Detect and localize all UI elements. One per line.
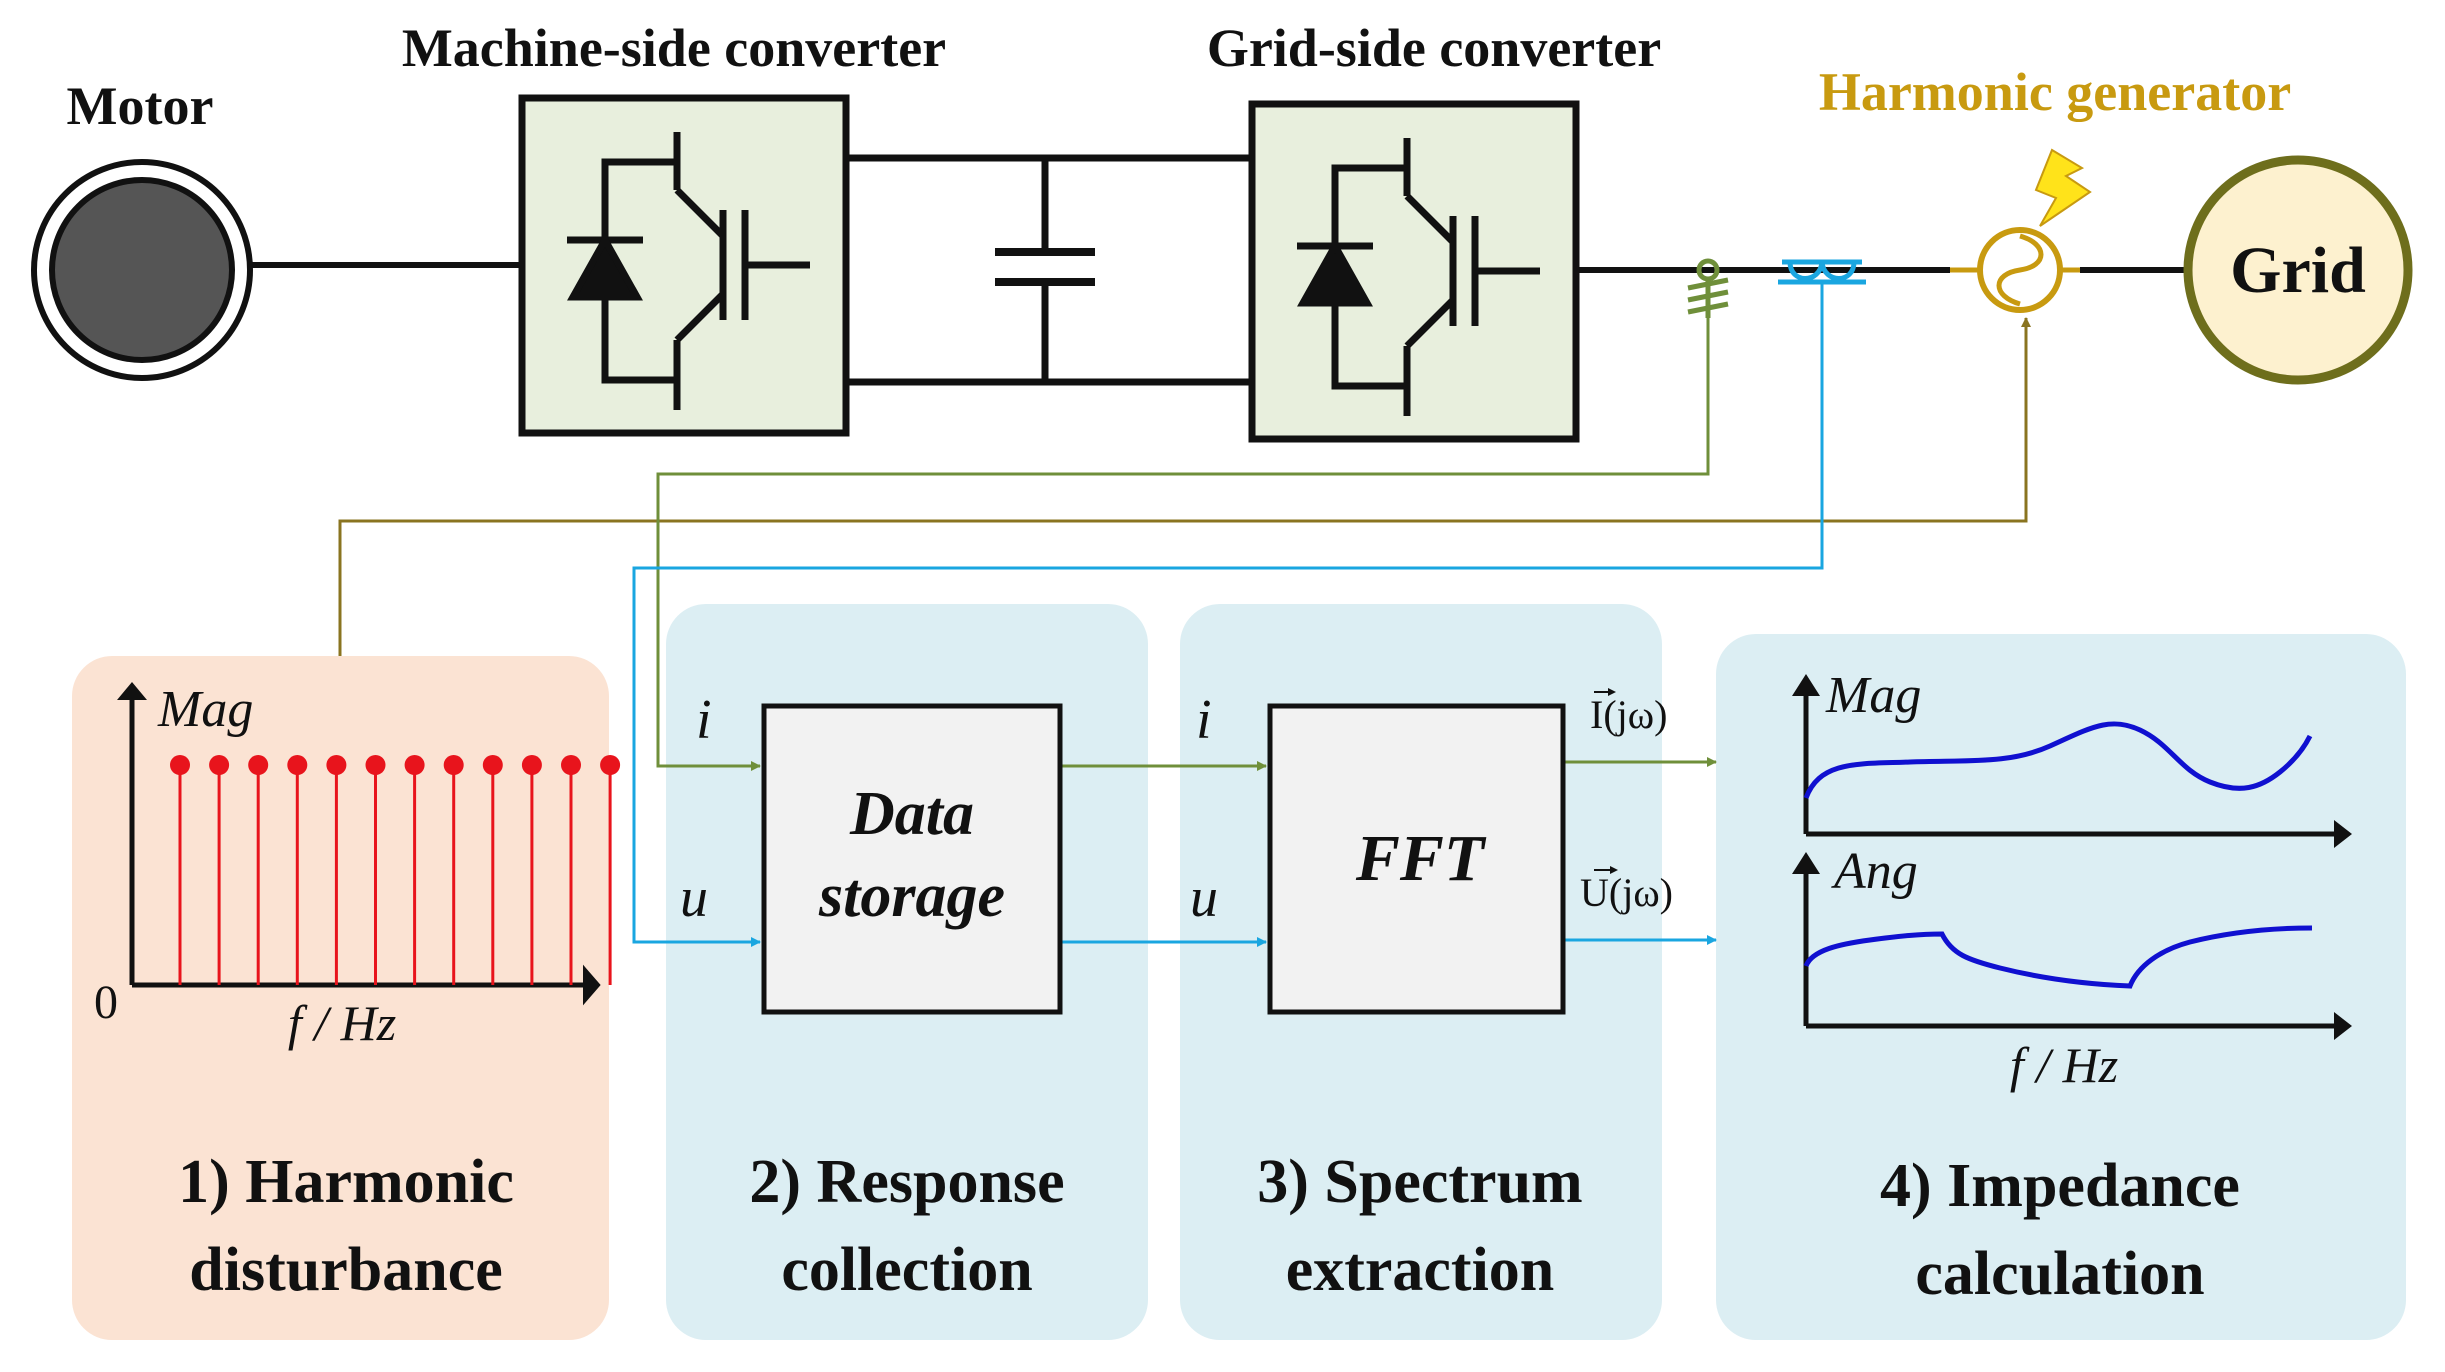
lightning-icon: [2034, 148, 2092, 227]
spectrum-stem-head: [326, 755, 347, 775]
fft-box: [1267, 703, 1566, 1015]
motor-icon: [31, 159, 253, 381]
voltage-measure-wire: [632, 282, 1824, 947]
mag-y-arrow: [1792, 674, 1820, 696]
grid-label: Grid: [2230, 234, 2366, 307]
dc-link: [846, 154, 1252, 386]
spectrum-origin-label: 0: [94, 976, 118, 1029]
grid-side-converter-label: Grid-side converter: [1207, 18, 1661, 78]
current-phasor-text: I(jω): [1590, 692, 1667, 737]
step3-title-line1: 3) Spectrum: [1257, 1148, 1582, 1216]
spectrum-x-arrow: [583, 964, 601, 1006]
step2-title-line1: 2) Response: [749, 1148, 1064, 1216]
panel-impedance-calculation: [1716, 634, 2406, 1340]
spectrum-stem-head: [209, 755, 230, 775]
spectrum-stem-head: [482, 755, 503, 775]
voltage-phasor-text: U(jω): [1580, 870, 1673, 915]
impedance-magnitude-plot: Mag: [1792, 667, 2352, 848]
input-current-label: i: [696, 689, 712, 751]
ang-x-arrow: [2334, 1012, 2352, 1040]
ang-y-label: Ang: [1831, 843, 1918, 900]
generator-control-wire: [338, 317, 2031, 656]
step2-title-line2: collection: [781, 1236, 1032, 1304]
power-circuit: Motor Machine-side converter: [31, 18, 2413, 443]
panel-harmonic-disturbance: [72, 656, 609, 1340]
voltage-phasor-vector-head: [1610, 866, 1618, 874]
mag-y-label: Mag: [1825, 667, 1921, 724]
step1-title-line1: 1) Harmonic: [178, 1148, 514, 1216]
spectrum-y-label: Mag: [157, 681, 253, 738]
step4-title-line2: calculation: [1915, 1240, 2204, 1308]
current-phasor-vector-head: [1608, 688, 1616, 696]
spectrum-stem-head: [521, 755, 542, 775]
mag-x-arrow: [2334, 820, 2352, 848]
grid-icon: [2183, 155, 2413, 385]
signal-wires: [338, 282, 2031, 947]
machine-side-converter-label: Machine-side converter: [402, 18, 946, 78]
spectrum-stem-head: [248, 755, 269, 775]
harmonic-spectrum-plot: Mag 0 f / Hz: [94, 681, 621, 1051]
fft-voltage-label: u: [1190, 867, 1218, 929]
fft-current-label: i: [1196, 689, 1212, 751]
step4-title-line1: 4) Impedance: [1880, 1152, 2240, 1220]
data-storage-box: [761, 703, 1063, 1015]
spectrum-stem-head: [287, 755, 308, 775]
data-storage-label-line2: storage: [818, 862, 1005, 930]
impedance-angle-plot: Ang f / Hz: [1792, 843, 2352, 1093]
capacitor-icon: [995, 248, 1095, 286]
ang-curve: [1803, 925, 2313, 989]
impedance-x-label: f / Hz: [2010, 1037, 2118, 1093]
current-phasor-label: I(jω): [1590, 688, 1667, 737]
spectrum-y-arrow: [117, 682, 147, 700]
harmonic-generator-icon: [1950, 227, 2080, 313]
machine-side-converter: [518, 94, 850, 437]
spectrum-stem-head: [404, 755, 425, 775]
spectrum-x-label: f / Hz: [288, 995, 396, 1051]
ang-y-arrow: [1792, 852, 1820, 874]
input-voltage-label: u: [680, 867, 708, 929]
grid-side-converter: [1248, 100, 1580, 443]
spectrum-stem-head: [600, 755, 621, 775]
step3-title-line2: extraction: [1286, 1236, 1555, 1304]
spectrum-stem-head: [561, 755, 581, 775]
spectrum-lines: [170, 755, 621, 985]
motor-label: Motor: [67, 76, 214, 136]
data-storage-label-line1: Data: [849, 780, 974, 848]
igbt-diode-icon: [567, 132, 810, 410]
spectrum-stem-head: [365, 755, 386, 775]
voltage-phasor-label: U(jω): [1580, 866, 1673, 915]
harmonic-generator-label: Harmonic generator: [1819, 62, 2291, 122]
current-measure-wire: [656, 318, 1710, 771]
step1-title-line2: disturbance: [189, 1236, 502, 1304]
fft-label: FFT: [1355, 822, 1487, 895]
mag-curve: [1803, 721, 2313, 799]
current-sensor-icon: [1687, 258, 1729, 318]
spectrum-stem-head: [443, 755, 464, 775]
spectrum-stem-head: [170, 755, 190, 775]
igbt-diode-icon: [1297, 138, 1540, 416]
